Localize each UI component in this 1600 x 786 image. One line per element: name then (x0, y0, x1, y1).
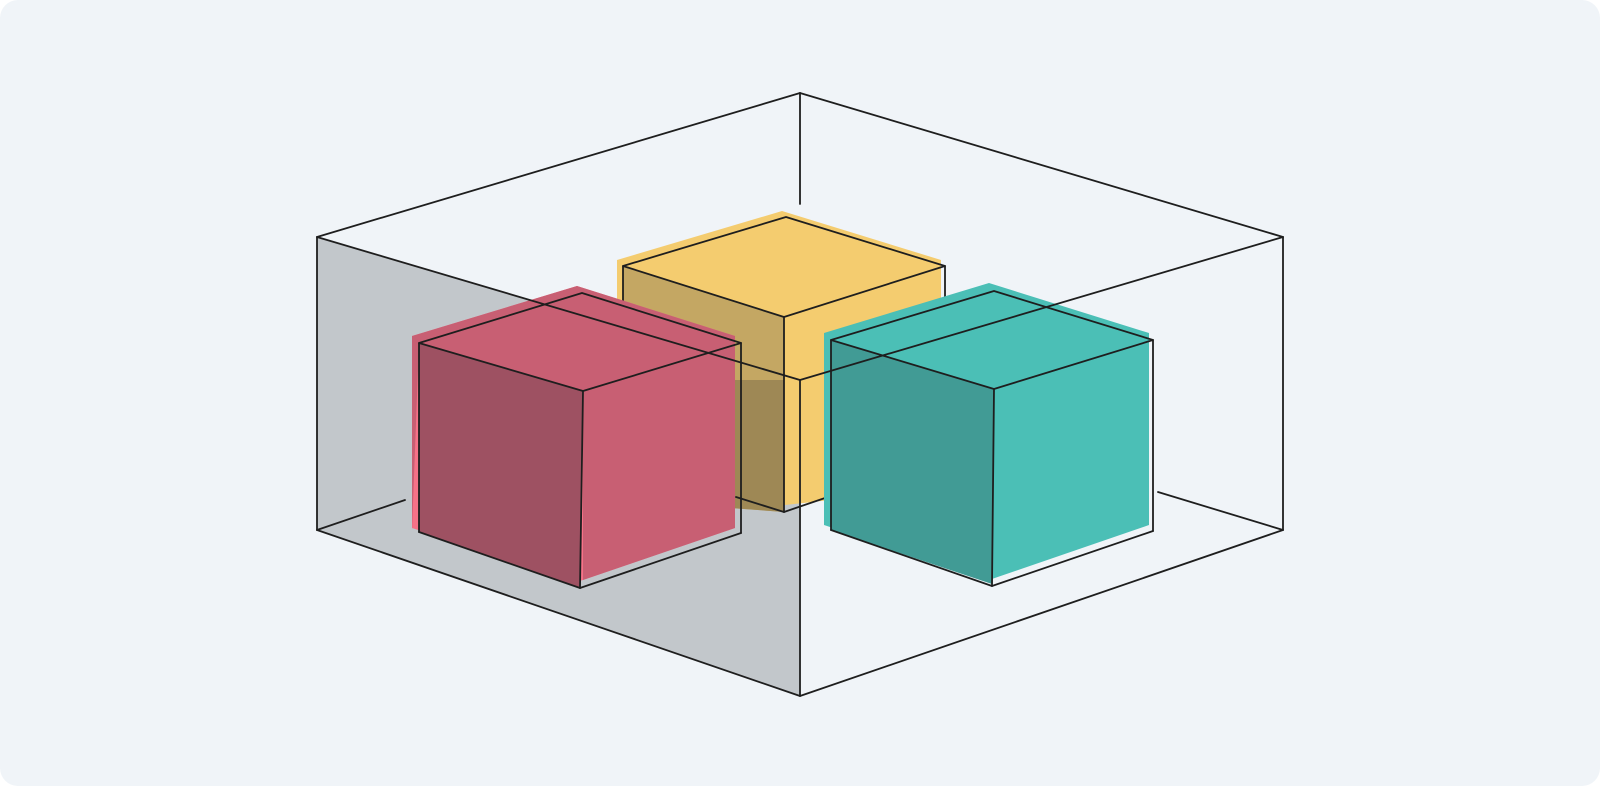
box-back-edges (316, 92, 1284, 531)
cube-teal-left-face (831, 340, 994, 584)
cube-teal (824, 283, 1154, 587)
box-front-edges (316, 236, 1284, 697)
cube-pink-left-face-2 (419, 343, 583, 588)
cube-pink (412, 286, 742, 589)
cube-pink-shade (412, 286, 735, 580)
